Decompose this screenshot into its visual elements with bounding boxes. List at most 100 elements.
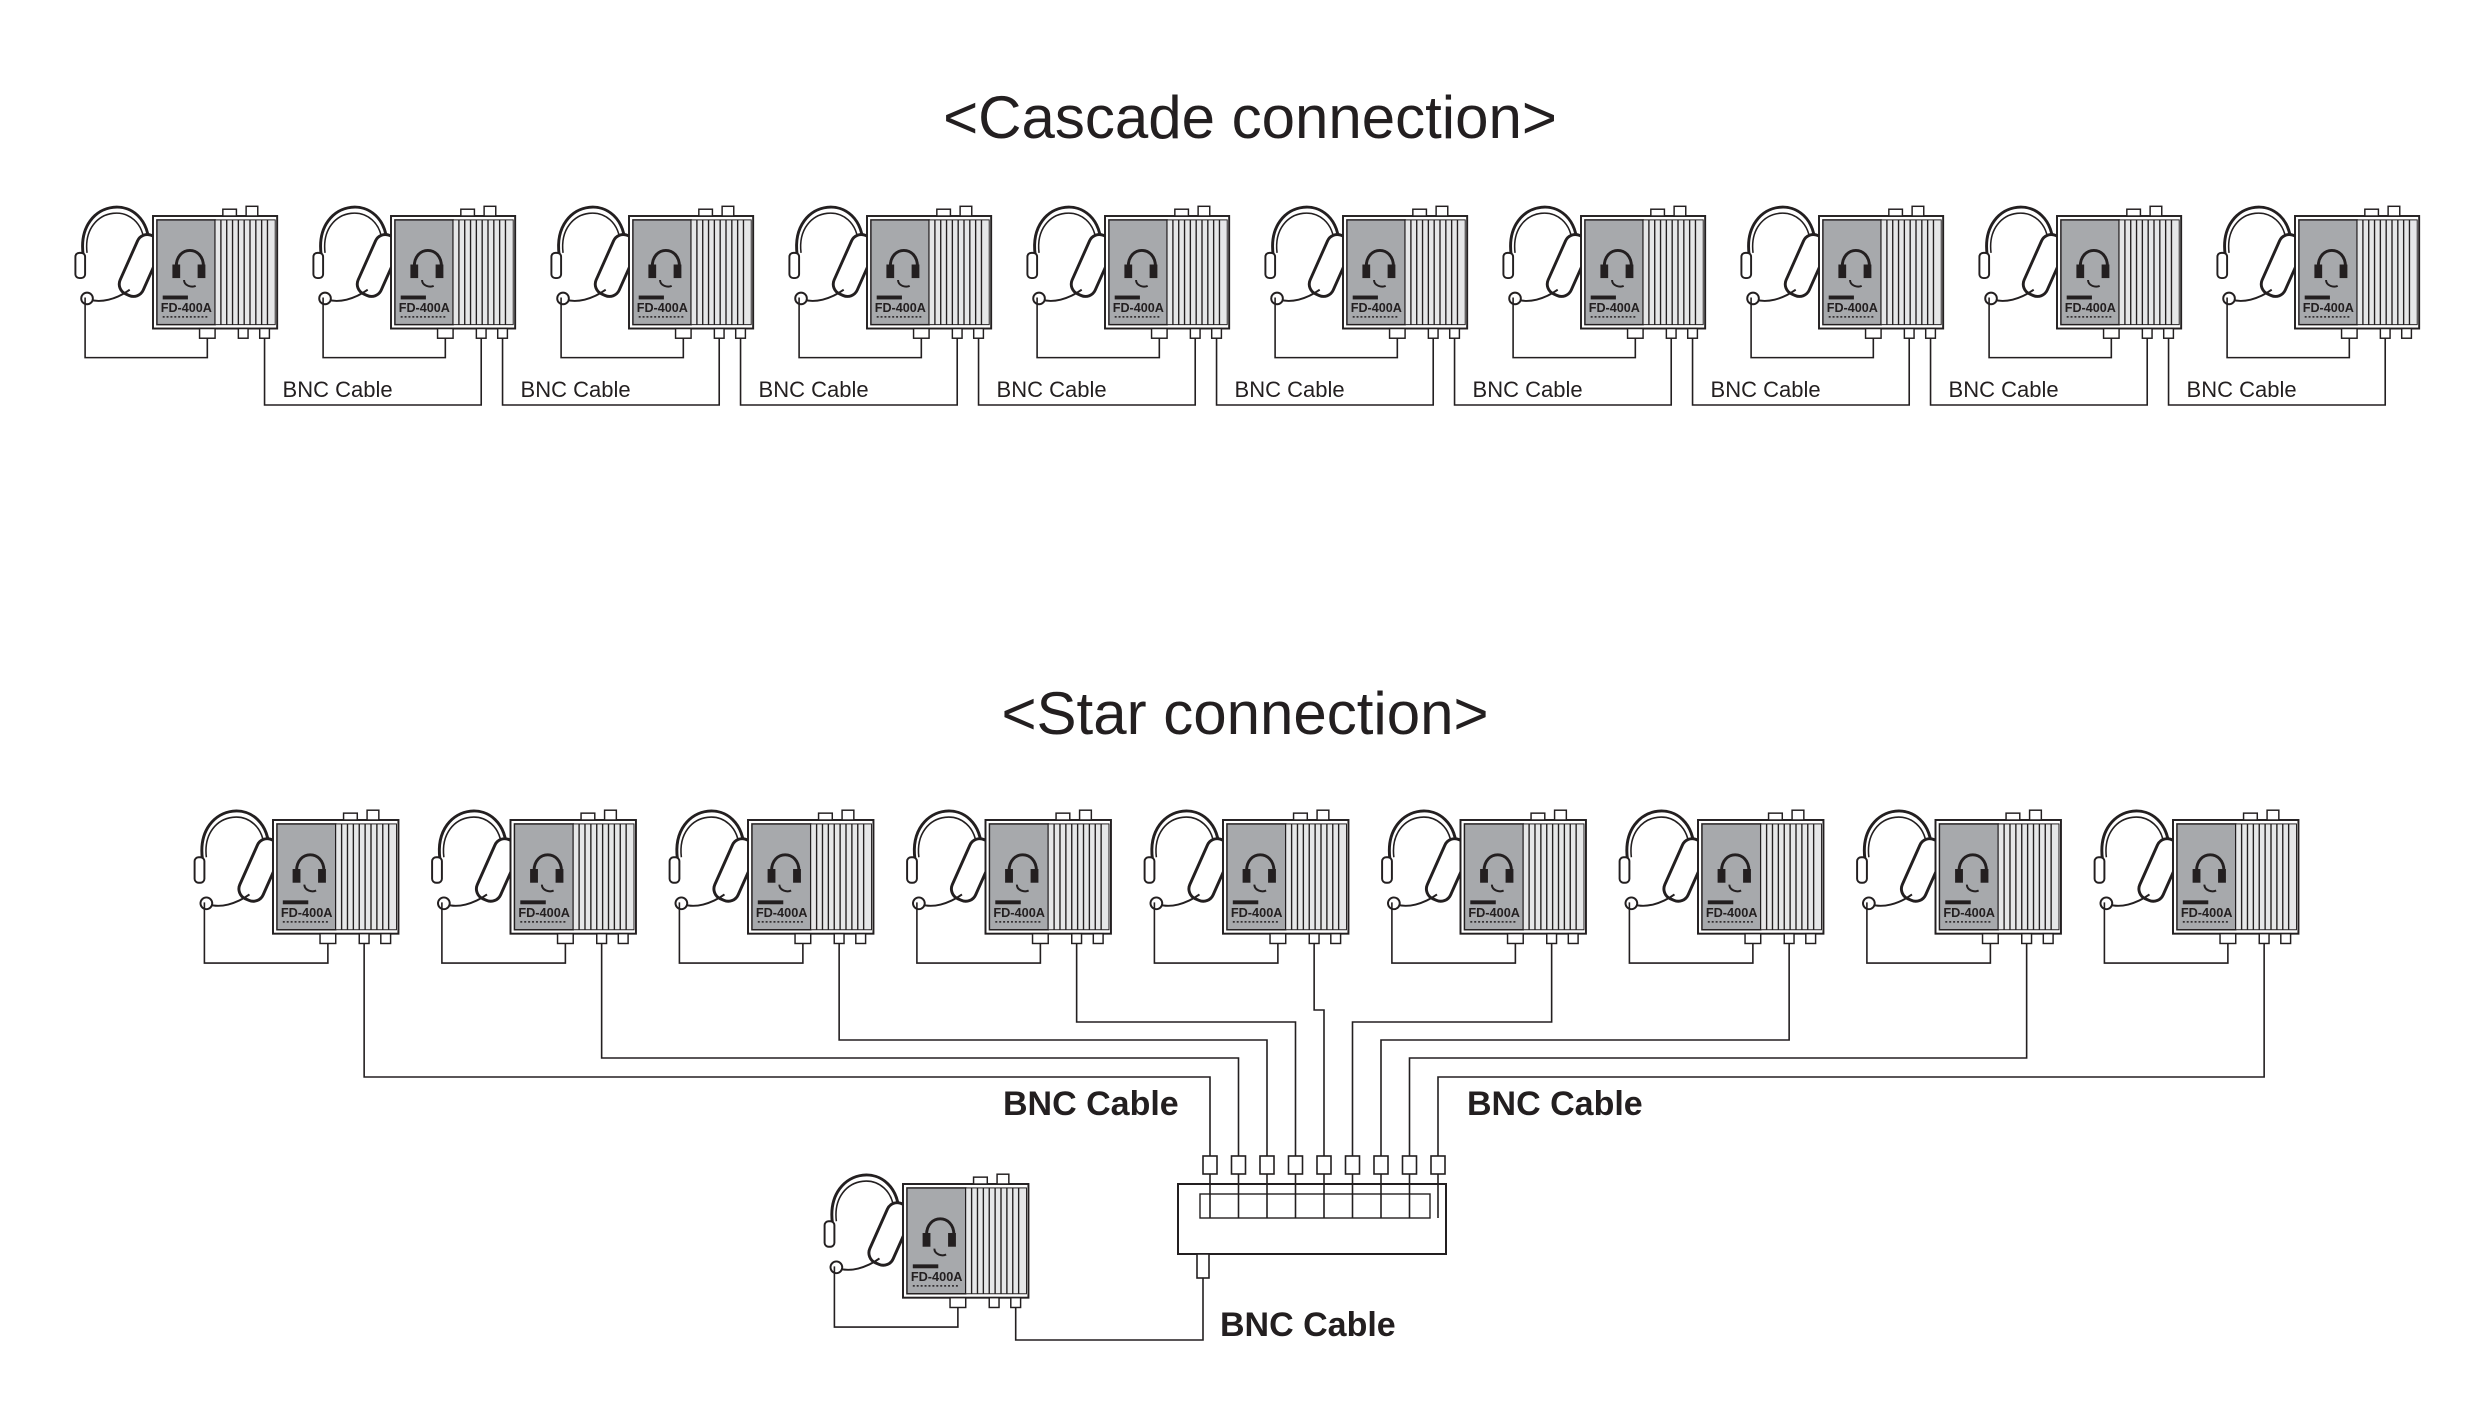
headset-cable [322, 297, 447, 359]
cascade-unit: FD-400A [549, 204, 755, 359]
splitter-bnc-port [1202, 1155, 1218, 1175]
unit-model-label: FD-400A [1468, 905, 1520, 920]
bnc-cable-label-bottom: BNC Cable [1220, 1306, 1396, 1344]
headset-icon [1739, 205, 1833, 306]
intercom-unit-body [389, 204, 517, 340]
splitter-bnc-port [1373, 1155, 1389, 1175]
unit-model-label: FD-400A [161, 301, 212, 315]
cascade-unit: FD-400A [1263, 204, 1469, 359]
intercom-unit-body [1103, 204, 1231, 340]
bnc-cable [977, 338, 1197, 406]
splitter-bus [1199, 1193, 1431, 1219]
headset-icon [1263, 205, 1357, 306]
star-unit: FD-400A [668, 808, 875, 964]
headset-cable [1988, 297, 2113, 359]
headset-icon [193, 809, 287, 911]
headset-cable [678, 902, 804, 964]
star-connection: FD-400A FD-400A FD-400A FD-400A FD-400A FD-40… [193, 808, 2300, 1344]
splitter-bnc-port [1287, 1155, 1304, 1175]
headset-icon [549, 205, 643, 306]
bnc-cable [1437, 943, 2265, 1156]
star-unit: FD-400A [905, 808, 1113, 964]
cascade-unit: FD-400A [73, 204, 279, 359]
headset-icon [668, 809, 762, 911]
intercom-unit-body [1817, 204, 1945, 340]
bnc-splitter-hub [1177, 1155, 1447, 1255]
cascade-unit: FD-400A [1501, 204, 1707, 359]
intercom-unit-body [271, 808, 400, 945]
intercom-unit-body [984, 808, 1113, 945]
bnc-cable [838, 943, 1268, 1156]
bnc-cable-label: BNC Cable [521, 377, 631, 402]
bnc-cable-label: BNC Cable [283, 377, 393, 402]
headset-cable [1866, 902, 1992, 964]
unit-model-label: FD-400A [2303, 301, 2354, 315]
headset-cable [1274, 297, 1399, 359]
unit-model-label: FD-400A [281, 905, 333, 920]
unit-model-label: FD-400A [875, 301, 926, 315]
unit-model-label: FD-400A [1231, 905, 1283, 920]
bnc-cable [2167, 338, 2387, 406]
headset-icon [1618, 809, 1712, 911]
star-unit: FD-400A [2093, 808, 2300, 964]
headset-cable [203, 902, 329, 964]
unit-model-label: FD-400A [399, 301, 450, 315]
splitter-body [1177, 1183, 1447, 1255]
star-unit: FD-400A [1855, 808, 2063, 964]
unit-model-label: FD-400A [1943, 905, 1995, 920]
headset-icon [1025, 205, 1119, 306]
bnc-cable [1380, 943, 1790, 1156]
headset-cable [560, 297, 685, 359]
unit-model-label: FD-400A [518, 905, 570, 920]
bnc-cable [1313, 943, 1325, 1156]
bnc-cable [501, 338, 721, 406]
intercom-unit-body [901, 1172, 1030, 1309]
splitter-bnc-port [1430, 1155, 1446, 1175]
bnc-cable [1075, 943, 1297, 1156]
headset-icon [1501, 205, 1595, 306]
bnc-cable [739, 338, 959, 406]
intercom-unit-body [2055, 204, 2183, 340]
bnc-cable [1351, 943, 1553, 1156]
headset-cable [84, 297, 209, 359]
headset-cable [1512, 297, 1637, 359]
headset-cable [798, 297, 923, 359]
bnc-cable [1929, 338, 2149, 406]
headset-icon [823, 1173, 917, 1275]
headset-icon [2093, 809, 2187, 911]
headset-icon [73, 205, 167, 306]
bnc-cable-label: BNC Cable [1473, 377, 1583, 402]
intercom-unit-body [1459, 808, 1588, 945]
cascade-title: <Cascade connection> [943, 84, 1557, 151]
bnc-cable-label: BNC Cable [1949, 377, 2059, 402]
intercom-unit-body [1221, 808, 1350, 945]
intercom-unit-body [2171, 808, 2300, 945]
splitter-bnc-port [1344, 1155, 1361, 1175]
splitter-bnc-port [1316, 1155, 1332, 1175]
star-unit: FD-400A [1618, 808, 1825, 964]
intercom-unit-body [1696, 808, 1825, 945]
unit-model-label: FD-400A [756, 905, 808, 920]
bnc-cable-label-left: BNC Cable [1003, 1085, 1179, 1123]
star-unit: FD-400A [1143, 808, 1350, 964]
bnc-cable-label: BNC Cable [1235, 377, 1345, 402]
intercom-unit-body [1341, 204, 1469, 340]
headset-cable [833, 1266, 959, 1328]
bnc-cable [1408, 943, 2028, 1156]
headset-icon [311, 205, 405, 306]
star-unit: FD-400A [823, 1172, 1030, 1328]
headset-icon [430, 809, 525, 911]
headset-icon [1855, 809, 1950, 911]
intercom-unit-body [151, 204, 279, 340]
cascade-unit: FD-400A [1739, 204, 1945, 359]
headset-cable [2226, 297, 2351, 359]
bnc-cable [363, 943, 1211, 1156]
splitter-bnc-port [1401, 1155, 1418, 1175]
headset-icon [1143, 809, 1237, 911]
cascade-unit: FD-400A [787, 204, 993, 359]
bnc-cable [1014, 1278, 1204, 1341]
bnc-cable-label-right: BNC Cable [1467, 1085, 1643, 1123]
unit-model-label: FD-400A [1706, 905, 1758, 920]
bnc-cable [600, 943, 1240, 1156]
